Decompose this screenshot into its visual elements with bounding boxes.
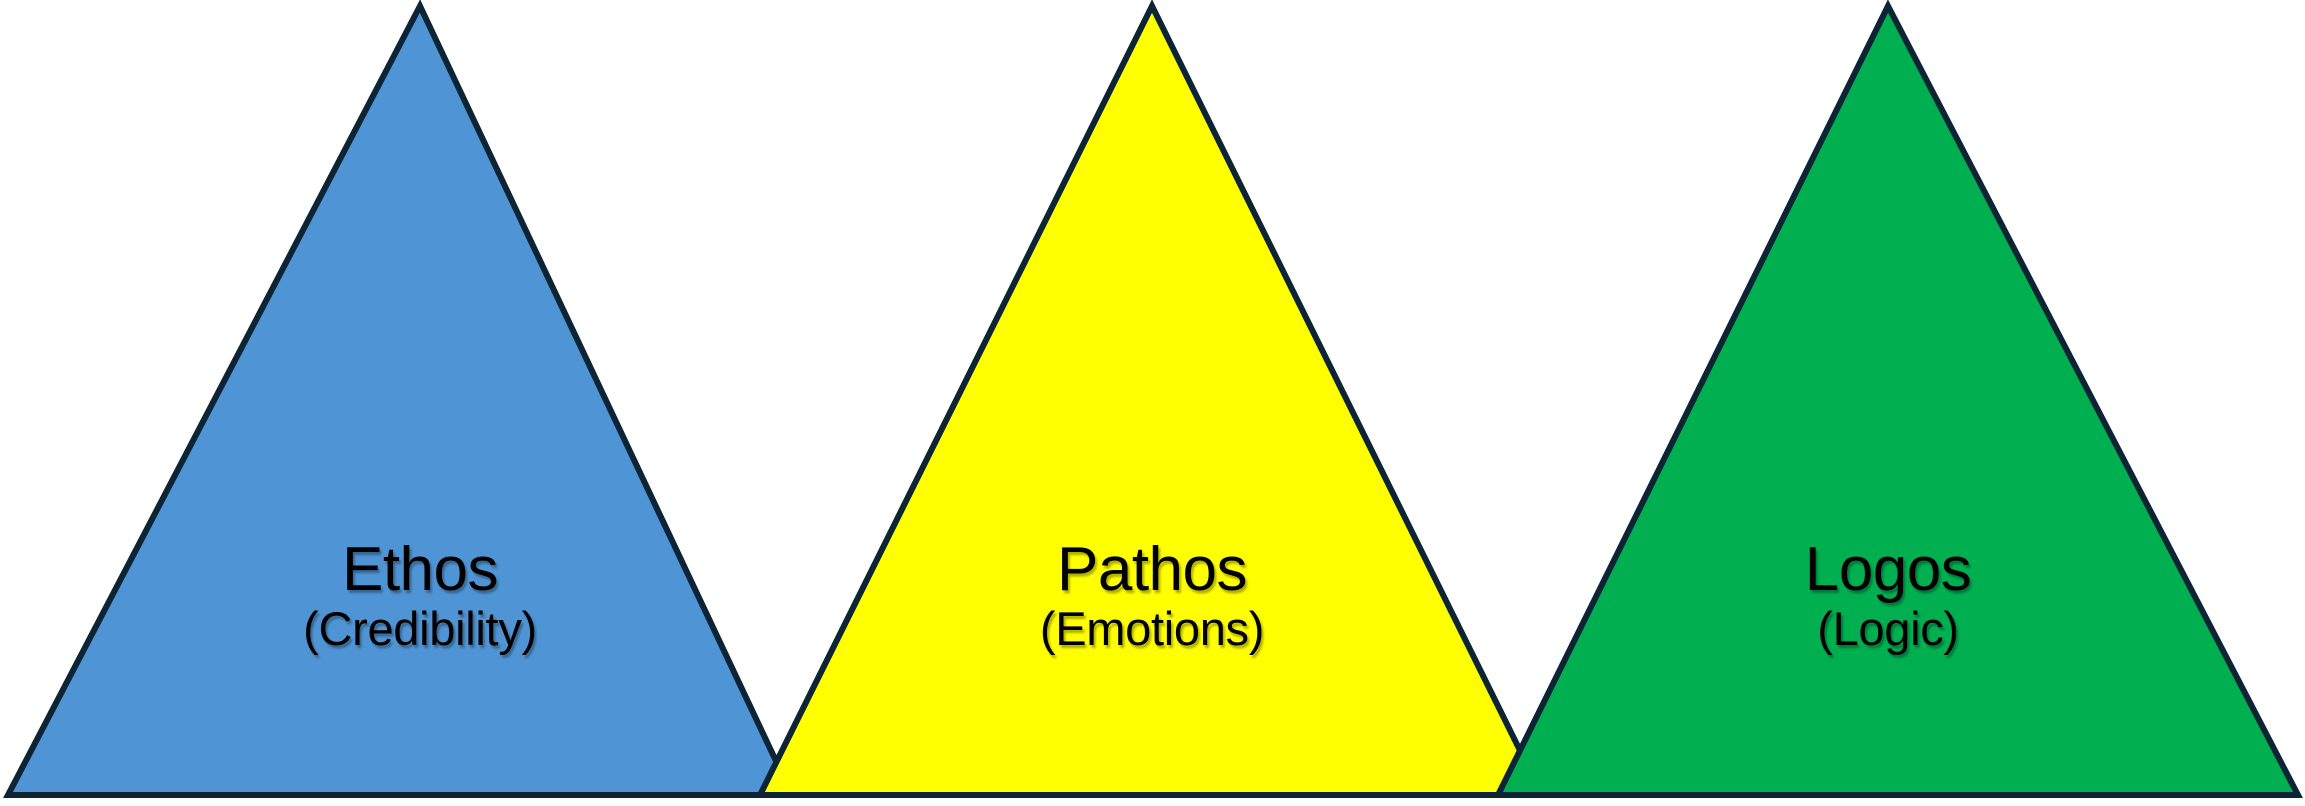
logos-triangle-shape[interactable] — [1493, 0, 2303, 798]
pathos-label-group: Pathos (Emotions) — [862, 538, 1442, 653]
ethos-subtitle: (Credibility) — [303, 602, 537, 656]
ethos-label-group: Ethos (Credibility) — [130, 538, 710, 653]
logos-title: Logos — [1804, 535, 1972, 604]
logos-label-group: Logos (Logic) — [1598, 538, 2178, 653]
pathos-title: Pathos — [1056, 535, 1248, 604]
ethos-triangle-shape[interactable] — [3, 0, 797, 798]
pathos-subtitle: (Emotions) — [1039, 602, 1265, 656]
pathos-triangle-shape[interactable] — [755, 0, 1547, 798]
ethos-title: Ethos — [341, 535, 499, 604]
logos-subtitle: (Logic) — [1817, 602, 1959, 656]
